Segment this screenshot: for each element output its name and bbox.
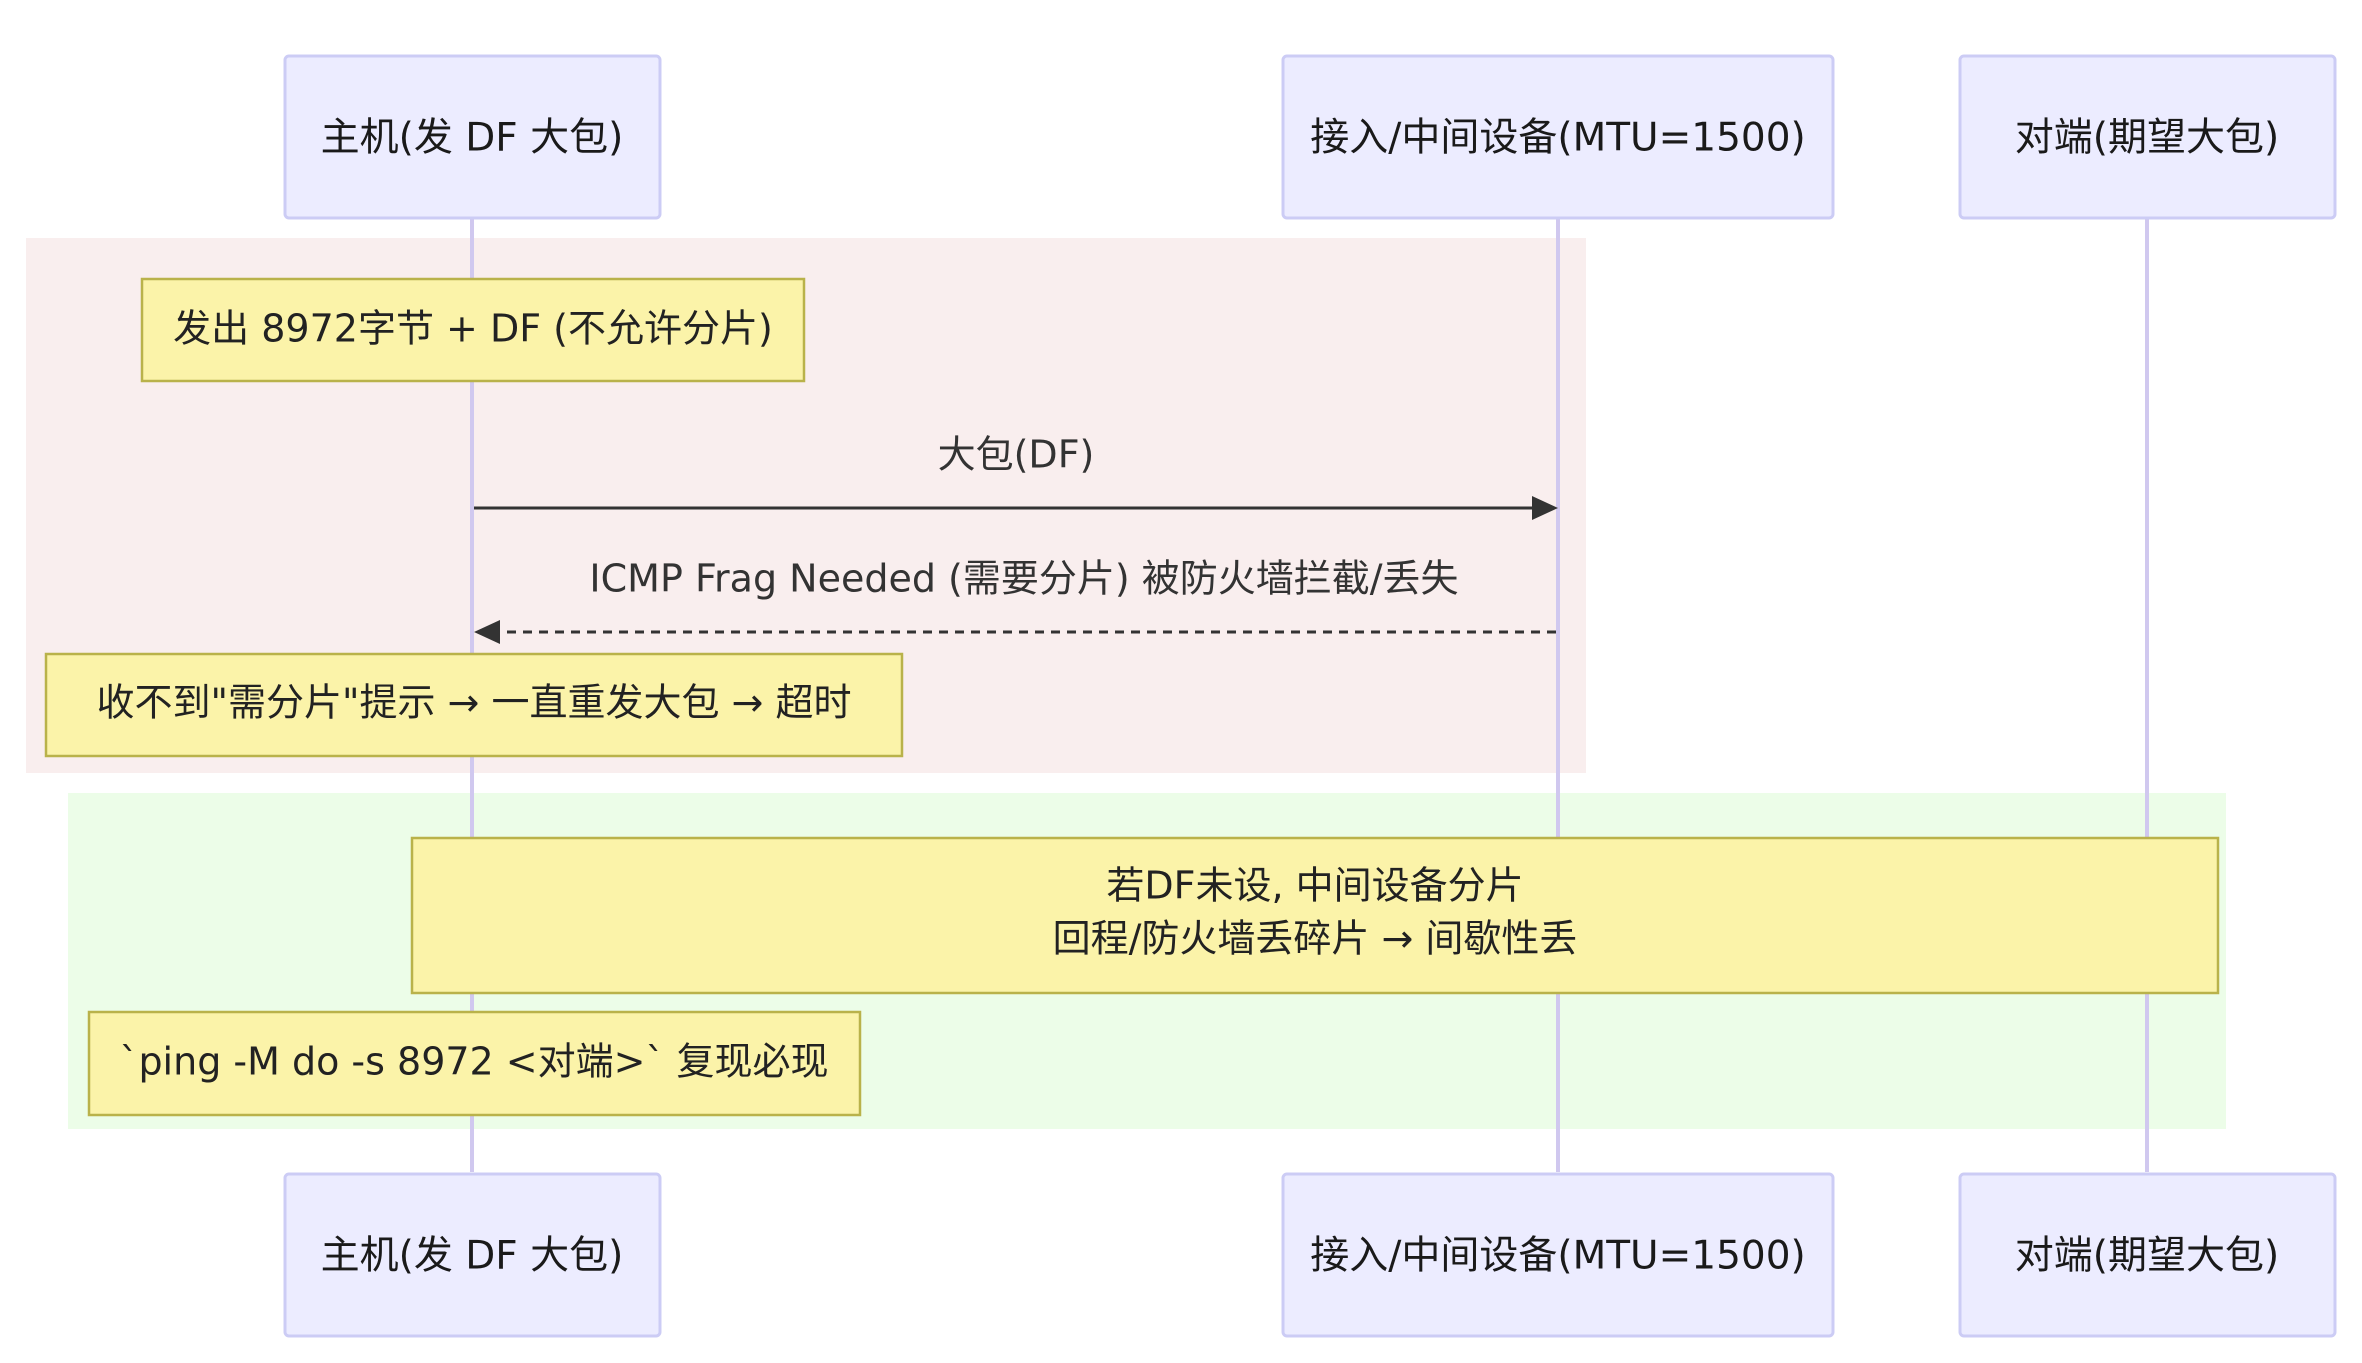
message-big-packet-label: 大包(DF) bbox=[938, 433, 1095, 477]
arrow-head-left bbox=[474, 620, 500, 644]
actor-peer-label: 对端(期望大包) bbox=[2015, 116, 2279, 161]
note-fragmentation-line-2: 回程/防火墙丢碎片 → 间歇性丢 bbox=[1053, 917, 1578, 961]
actor-middle-bottom-label: 接入/中间设备(MTU=1500) bbox=[1310, 1234, 1806, 1279]
message-icmp-frag-label: ICMP Frag Needed (需要分片) 被防火墙拦截/丢失 bbox=[589, 557, 1458, 601]
note-timeout: 收不到"需分片"提示 → 一直重发大包 → 超时 bbox=[44, 652, 904, 758]
note-fragmentation-line-1: 若DF未设, 中间设备分片 bbox=[1106, 864, 1523, 908]
actor-middle-label: 接入/中间设备(MTU=1500) bbox=[1310, 116, 1806, 161]
actor-peer-bottom: 对端(期望大包) bbox=[1958, 1172, 2337, 1338]
actor-peer-bottom-label: 对端(期望大包) bbox=[2015, 1234, 2279, 1279]
message-big-packet: 大包(DF) bbox=[474, 433, 1558, 520]
actor-middle-bottom: 接入/中间设备(MTU=1500) bbox=[1281, 1172, 1835, 1338]
note-ping-repro: `ping -M do -s 8972 <对端>` 复现必现 bbox=[87, 1010, 862, 1117]
note-fragmentation: 若DF未设, 中间设备分片 回程/防火墙丢碎片 → 间歇性丢 bbox=[410, 836, 2220, 995]
actor-middle-top: 接入/中间设备(MTU=1500) bbox=[1281, 54, 1835, 220]
actor-host-label: 主机(发 DF 大包) bbox=[321, 116, 624, 161]
actor-host-top: 主机(发 DF 大包) bbox=[283, 54, 662, 220]
note-ping-repro-text: `ping -M do -s 8972 <对端>` 复现必现 bbox=[119, 1040, 828, 1084]
actor-host-bottom: 主机(发 DF 大包) bbox=[283, 1172, 662, 1338]
message-icmp-frag: ICMP Frag Needed (需要分片) 被防火墙拦截/丢失 bbox=[474, 557, 1556, 644]
note-timeout-text: 收不到"需分片"提示 → 一直重发大包 → 超时 bbox=[97, 681, 852, 725]
actor-host-bottom-label: 主机(发 DF 大包) bbox=[321, 1234, 624, 1279]
arrow-head-right bbox=[1532, 496, 1558, 520]
note-send-df: 发出 8972字节 + DF (不允许分片) bbox=[140, 277, 806, 383]
actor-peer-top: 对端(期望大包) bbox=[1958, 54, 2337, 220]
note-send-df-text: 发出 8972字节 + DF (不允许分片) bbox=[173, 307, 773, 351]
